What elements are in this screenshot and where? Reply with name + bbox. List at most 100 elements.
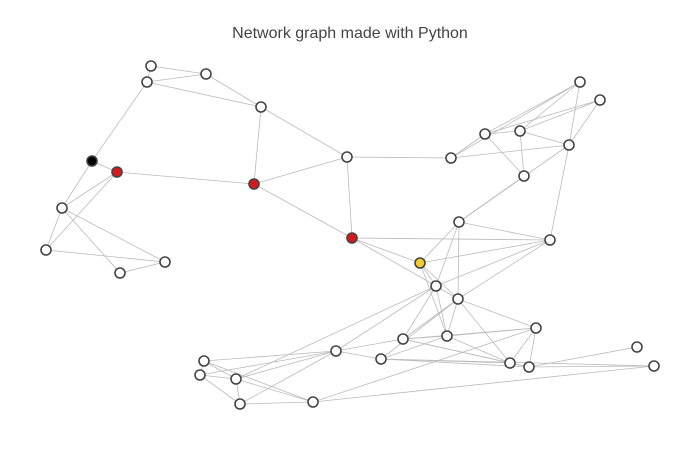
edge-21-24 [457, 239, 551, 300]
edge-8-10 [45, 249, 166, 263]
edge-15-16 [519, 81, 581, 132]
node-11 [341, 151, 353, 163]
edge-12-22 [351, 237, 421, 264]
node-8 [40, 244, 52, 256]
edge-5-8 [45, 171, 118, 251]
node-2 [141, 76, 153, 88]
edge-12-21 [351, 237, 551, 241]
edge-1-3 [205, 73, 262, 108]
edge-31-35 [203, 360, 314, 403]
edge-5-6 [116, 171, 255, 185]
node-35 [307, 396, 319, 408]
edge-35-38 [312, 365, 655, 403]
edge-3-6 [253, 106, 262, 185]
edge-24-28 [457, 298, 537, 329]
node-20 [453, 216, 465, 228]
node-21 [544, 234, 556, 246]
edge-12-23 [351, 237, 437, 287]
edge-36-38 [528, 365, 655, 368]
edge-24-26 [446, 298, 459, 337]
edge-21-22 [419, 239, 551, 264]
node-24 [452, 293, 464, 305]
edge-23-27 [335, 285, 437, 352]
edge-16-17 [519, 99, 601, 132]
edge-14-15 [484, 81, 581, 135]
node-0 [145, 60, 157, 72]
edge-7-8 [45, 207, 63, 251]
edge-28-29 [509, 327, 537, 364]
edge-28-35 [312, 327, 537, 403]
edge-20-21 [458, 221, 551, 241]
node-28 [530, 322, 542, 334]
node-30 [375, 353, 387, 365]
edge-17-18 [568, 99, 601, 146]
edge-21-23 [435, 239, 551, 287]
node-37 [631, 341, 643, 353]
edge-32-33 [199, 374, 237, 380]
edge-13-15 [450, 81, 581, 159]
node-14 [479, 128, 491, 140]
edge-24-29 [457, 298, 511, 364]
edge-22-24 [419, 262, 459, 300]
node-16 [514, 125, 526, 137]
edge-14-19 [484, 133, 525, 177]
node-19 [518, 170, 530, 182]
edge-3-11 [260, 106, 348, 158]
edge-27-30 [335, 350, 382, 360]
node-22 [414, 257, 426, 269]
edge-9-10 [119, 261, 166, 274]
edge-28-36 [528, 327, 537, 368]
edge-4-7 [61, 160, 93, 209]
node-9 [114, 267, 126, 279]
edge-36-37 [528, 346, 638, 368]
node-12 [346, 232, 358, 244]
edge-30-36 [380, 358, 530, 368]
node-36 [523, 361, 535, 373]
edge-5-7 [61, 171, 118, 209]
edge-26-30 [380, 335, 448, 360]
edge-25-27 [335, 338, 404, 352]
node-18 [563, 139, 575, 151]
edge-18-20 [458, 144, 570, 223]
node-23 [430, 280, 442, 292]
edge-6-12 [253, 183, 353, 239]
edge-2-3 [146, 81, 262, 108]
chart-title: Network graph made with Python [232, 25, 468, 42]
edge-33-34 [199, 374, 241, 405]
edge-13-18 [450, 144, 570, 159]
edge-2-4 [91, 81, 148, 162]
edge-6-11 [253, 156, 348, 185]
node-4 [86, 155, 98, 167]
edge-20-24 [457, 221, 460, 300]
edge-13-14 [450, 133, 486, 159]
edge-32-35 [235, 378, 314, 403]
node-31 [198, 355, 210, 367]
edge-31-32 [203, 360, 237, 380]
edge-22-26 [419, 262, 448, 337]
node-33 [194, 369, 206, 381]
edge-20-22 [419, 221, 460, 264]
node-1 [200, 68, 212, 80]
node-6 [248, 178, 260, 190]
edge-1-2 [146, 73, 207, 83]
edge-14-16 [484, 130, 521, 135]
edge-26-28 [446, 327, 537, 337]
edge-34-35 [239, 401, 314, 405]
node-29 [504, 357, 516, 369]
edge-0-1 [150, 65, 207, 75]
edge-30-38 [380, 358, 655, 367]
edge-27-34 [239, 350, 337, 405]
edge-15-18 [568, 81, 581, 146]
node-32 [230, 373, 242, 385]
node-26 [441, 330, 453, 342]
node-10 [159, 256, 171, 268]
node-7 [56, 202, 68, 214]
edge-11-13 [346, 156, 452, 159]
edge-27-32 [235, 350, 337, 380]
edge-24-30 [380, 298, 459, 360]
edge-14-17 [484, 99, 601, 135]
edge-7-10 [61, 207, 166, 263]
node-layer [40, 60, 660, 410]
edge-layer [45, 65, 655, 405]
